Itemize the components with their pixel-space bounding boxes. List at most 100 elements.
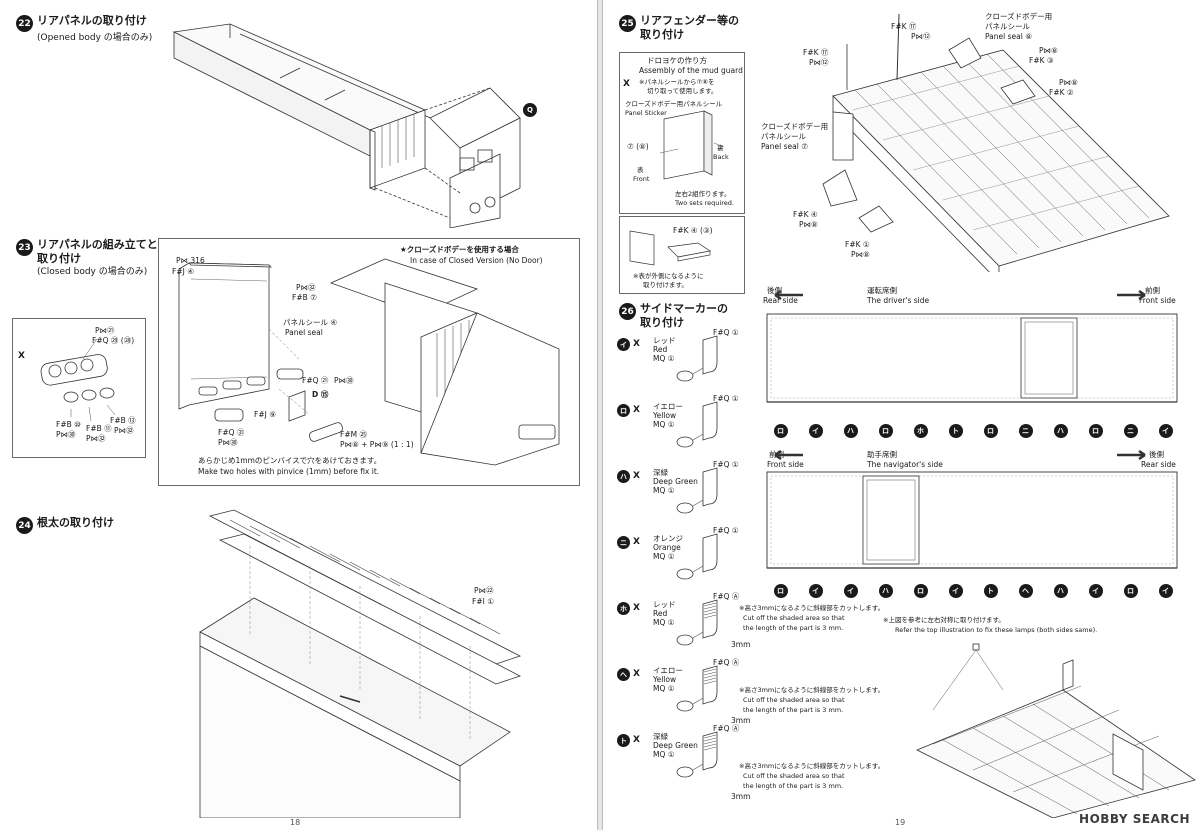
rear-side-jp: 後側 [767,286,782,295]
marker-color-en: Deep Green [653,477,698,486]
marker-color-jp: レッド [653,336,676,345]
front-side-jp: 前側 [1145,286,1160,295]
label-panel-seal-jp: パネルシール ④ [283,318,338,327]
position-marker: ハ [843,424,858,438]
step-title-line1: リアパネルの組み立てと [37,238,158,251]
closed-seal-8-jp: クローズドボデー用 [985,12,1053,21]
label-p8d: P⋈⑧ [851,250,870,259]
light-assembly-box [12,318,146,458]
x-note-line2: 切り取って使用します。 [647,87,718,95]
label-p30: P⋈㉚ [56,430,76,439]
mud-guard-result-drawing [629,230,711,266]
step-23: 23 リアパネルの組み立てと 取り付け (Closed body の場合のみ) [16,238,158,278]
position-marker: ホ [913,424,928,438]
driver-side-markers: ロイハロホトロニハロニイ [763,424,1183,438]
closed-seal-7-jp: クローズドボデー用 [761,122,829,131]
driver-side-drawing [766,290,1178,403]
position-marker: ロ [773,584,788,598]
marker-color-jp: オレンジ [653,534,683,543]
label-fj9: F#J ⑨ [254,410,276,419]
label-p12: P⋈⑫ [809,58,829,67]
cut-note-1-en2: the length of the part is 3 mm. [743,624,844,632]
position-marker: ニ [1123,424,1138,438]
cut-note-3-en2: the length of the part is 3 mm. [743,782,844,790]
position-marker: ロ [983,424,998,438]
marker-lamp-drawing [676,467,718,514]
marker-mq-label: MQ ① [653,750,675,759]
step-22-illustration [160,18,560,228]
label-fk7: F#K ⑰ [803,48,829,57]
position-marker: ハ [1053,584,1068,598]
navigator-side-drawing [766,449,1178,569]
label-fq21: F#Q ㉑ [302,376,329,385]
marker-lamp-drawing [676,599,718,646]
position-marker: ロ [773,424,788,438]
navigator-side-markers: ロイイハロイトヘハイロイ [763,584,1183,598]
position-marker: イ [948,584,963,598]
outside-note-line1: ※表が外側になるように [633,272,704,280]
nav-rear-jp: 後側 [1149,450,1164,459]
hole-note-jp: あらかじめ1mmのピンバイスで穴をあけておきます。 [198,456,382,465]
position-marker: イ [1088,584,1103,598]
label-fq31: F#Q ㉛ [218,428,245,437]
mud-guard-box [619,52,745,214]
step-25-illustration [803,10,1193,272]
marker-tag: ロ [617,404,630,417]
ref-note-jp: ※上図を参考に左右対称に取り付けます。 [883,616,1005,624]
position-marker: ロ [1088,424,1103,438]
driver-side-view [763,290,1193,420]
label-p8a: P⋈⑧ [1039,46,1058,55]
marker-color-en: Yellow [653,411,677,420]
marker-tag: ホ [617,602,630,615]
step-24: 24 根太の取り付け [16,516,114,534]
position-marker: ハ [1053,424,1068,438]
step-title-line1: リアフェンダー等の [640,14,739,27]
marker-mq-label: MQ ① [653,618,675,627]
cut-note-1-jp: ※高さ3mmになるように斜線部をカットします。 [739,604,885,612]
cut-note-2-en2: the length of the part is 3 mm. [743,706,844,714]
page-number: 18 [290,818,301,827]
marker-color-en: Red [653,345,668,354]
x-note-line1: ※パネルシールから⑦⑧を [639,78,715,86]
closed-seal-jp: クローズドボデー用パネルシール [625,100,723,108]
mud-guard-title-jp: ドロヨケの作り方 [647,56,707,65]
label-p32c: P⋈㉜ [296,283,316,292]
marker-part-label: F#Q Ⓐ [713,658,740,667]
marker-mq-label: MQ ① [653,552,675,561]
marker-lamp-drawing [676,665,718,712]
marker-tag: ト [617,734,630,747]
label-fk4: F#K ④ [793,210,818,219]
marker-part-label: F#Q Ⓐ [713,592,740,601]
back-en: Back [713,153,729,161]
step-subtitle: (Closed body の場合のみ) [37,267,148,277]
label-fj4: F#J ④ [172,267,194,276]
panel-seal-7: Panel seal ⑦ [761,142,808,151]
marker-mq-label: MQ ① [653,420,675,429]
label-fb11: F#B ⑪ [86,424,112,433]
closed-version-note-en: In case of Closed Version (No Door) [410,256,543,265]
label-fq29: F#Q ㉙ (㉘) [92,336,135,345]
label-p32b: P⋈㉜ [114,426,134,435]
marker-mq-label: MQ ① [653,684,675,693]
label-p32: P⋈㉜ [86,434,106,443]
label-fk3: F#K ③ [1029,56,1054,65]
step-title-line2: 取り付け [640,28,684,41]
position-marker: ト [983,584,998,598]
label-p12-top: P⋈⑫ [911,32,931,41]
marker-lamp-drawing [676,401,718,448]
marker-color-jp: レッド [653,600,676,609]
step-26: 26 サイドマーカーの 取り付け [619,302,728,330]
marker-mq-label: MQ ① [653,486,675,495]
step-title-line2: 取り付け [37,252,81,265]
label-p316: P⋈ 316 [176,256,205,265]
x-part-label: X [633,471,640,481]
position-marker: ト [948,424,963,438]
back-jp: 裏 [717,144,724,152]
mud-guard-result-box [619,216,745,294]
nav-front-en: Front side [767,460,804,469]
step-subtitle: (Opened body の場合のみ) [37,33,153,43]
